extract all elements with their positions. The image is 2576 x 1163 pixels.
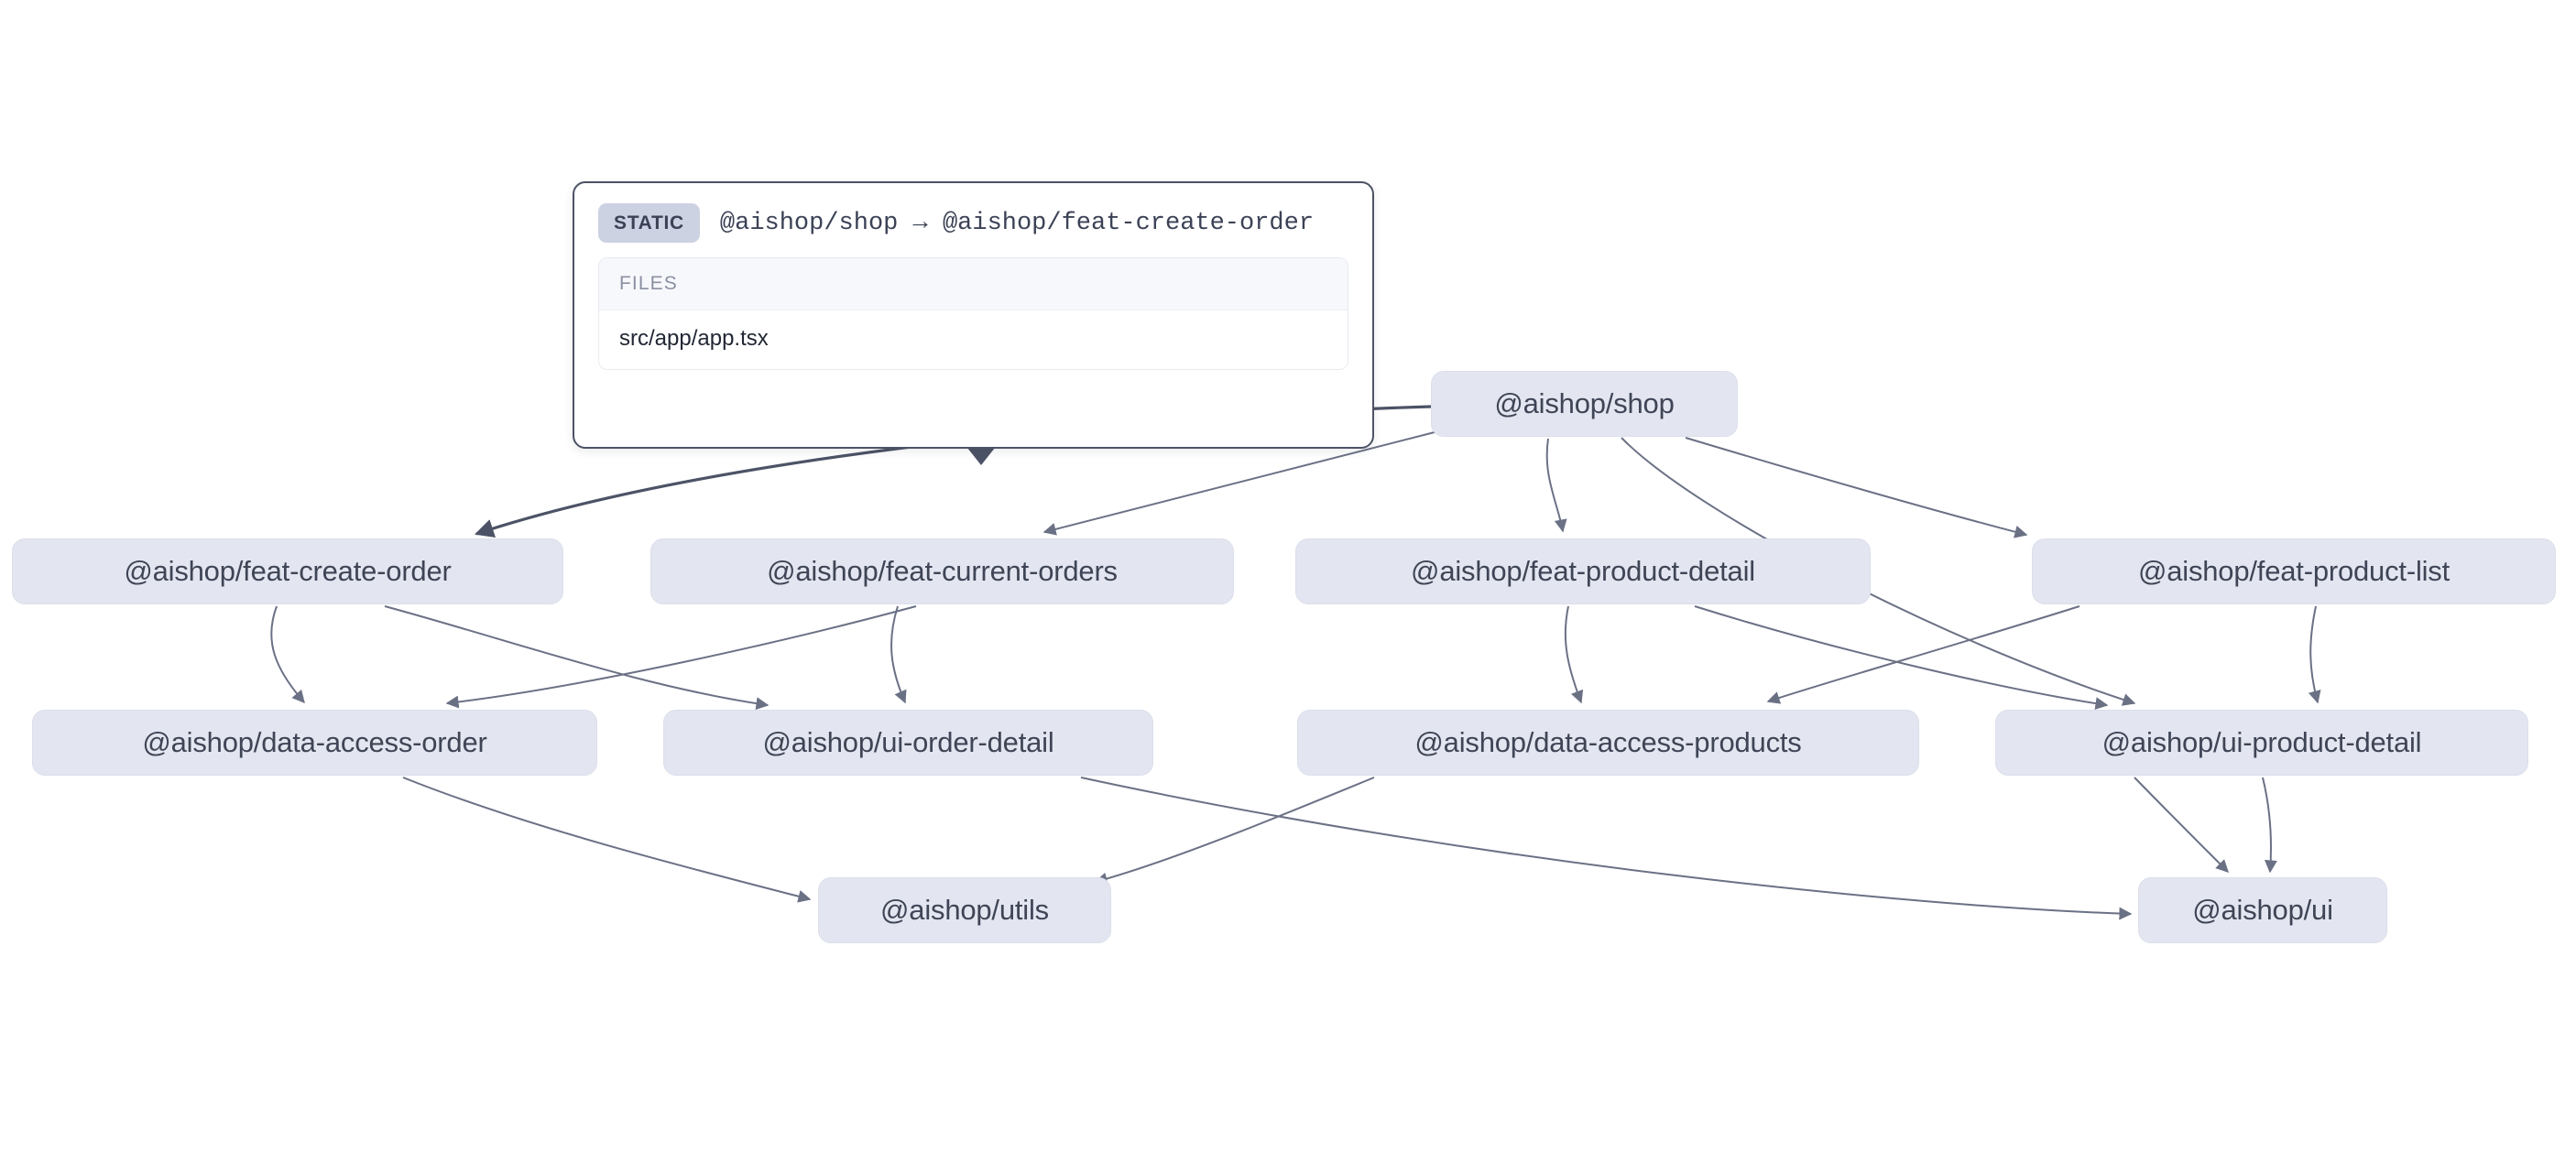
graph-node-utils[interactable]: @aishop/utils — [818, 877, 1111, 943]
graph-edge-shop-to-feat-product-list[interactable] — [1685, 437, 2028, 538]
graph-node-feat-create-order[interactable]: @aishop/feat-create-order — [12, 538, 563, 604]
edge-detail-header: STATIC @aishop/shop → @aishop/feat-creat… — [574, 183, 1372, 257]
graph-node-label: @aishop/ui-product-detail — [2101, 726, 2422, 758]
graph-node-data-access-order[interactable]: @aishop/data-access-order — [32, 710, 597, 776]
graph-node-label: @aishop/feat-create-order — [124, 555, 452, 587]
graph-edge-feat-current-orders-to-data-access-order[interactable] — [445, 605, 917, 709]
graph-node-label: @aishop/data-access-products — [1414, 726, 1802, 758]
edge-detail-title: @aishop/shop → @aishop/feat-create-order — [719, 209, 1315, 237]
graph-node-shop[interactable]: @aishop/shop — [1431, 371, 1738, 437]
file-row[interactable]: src/app/app.tsx — [599, 310, 1348, 369]
graph-edge-feat-product-list-to-ui-product-detail[interactable] — [2308, 605, 2321, 704]
static-badge: STATIC — [598, 203, 700, 243]
edge-detail-card[interactable]: STATIC @aishop/shop → @aishop/feat-creat… — [573, 181, 1374, 449]
graph-node-feat-product-list[interactable]: @aishop/feat-product-list — [2032, 538, 2556, 604]
graph-node-ui-order-detail[interactable]: @aishop/ui-order-detail — [663, 710, 1153, 776]
graph-edge-feat-product-detail-to-data-access-products[interactable] — [1564, 605, 1584, 704]
graph-edge-feat-current-orders-to-ui-order-detail[interactable] — [890, 605, 907, 704]
graph-node-ui[interactable]: @aishop/ui — [2138, 877, 2387, 943]
graph-edge-feat-create-order-to-data-access-order[interactable] — [270, 605, 305, 704]
graph-edge-ui-product-detail-to-ui[interactable] — [2134, 777, 2229, 873]
graph-node-label: @aishop/feat-current-orders — [767, 555, 1118, 587]
graph-node-label: @aishop/shop — [1494, 387, 1675, 419]
graph-edges — [270, 405, 2321, 920]
graph-edge-feat-product-list-to-data-access-products[interactable] — [1766, 605, 2080, 704]
graph-node-feat-current-orders[interactable]: @aishop/feat-current-orders — [650, 538, 1234, 604]
graph-edge-data-access-products-to-utils[interactable] — [1094, 777, 1375, 886]
graph-node-label: @aishop/data-access-order — [142, 726, 487, 758]
graph-node-data-access-products[interactable]: @aishop/data-access-products — [1297, 710, 1919, 776]
graph-edge-ui-product-detail-to-ui[interactable] — [2262, 777, 2277, 874]
files-panel-header: FILES — [599, 258, 1348, 310]
graph-edge-shop-to-feat-product-detail[interactable] — [1545, 438, 1567, 533]
graph-node-label: @aishop/feat-product-list — [2137, 555, 2450, 587]
graph-node-label: @aishop/ui — [2192, 894, 2333, 926]
graph-edge-feat-create-order-to-ui-order-detail[interactable] — [384, 605, 770, 711]
graph-node-label: @aishop/utils — [880, 894, 1049, 926]
graph-node-feat-product-detail[interactable]: @aishop/feat-product-detail — [1295, 538, 1871, 604]
files-panel: FILES src/app/app.tsx — [598, 257, 1348, 370]
graph-edge-feat-product-detail-to-ui-product-detail[interactable] — [1694, 605, 2109, 711]
graph-node-label: @aishop/ui-order-detail — [762, 726, 1054, 758]
graph-node-label: @aishop/feat-product-detail — [1411, 555, 1755, 587]
files-list: src/app/app.tsx — [599, 310, 1348, 369]
graph-edge-data-access-order-to-utils[interactable] — [402, 777, 812, 903]
graph-node-ui-product-detail[interactable]: @aishop/ui-product-detail — [1995, 710, 2528, 776]
graph-edge-ui-order-detail-to-ui[interactable] — [1080, 777, 2133, 920]
